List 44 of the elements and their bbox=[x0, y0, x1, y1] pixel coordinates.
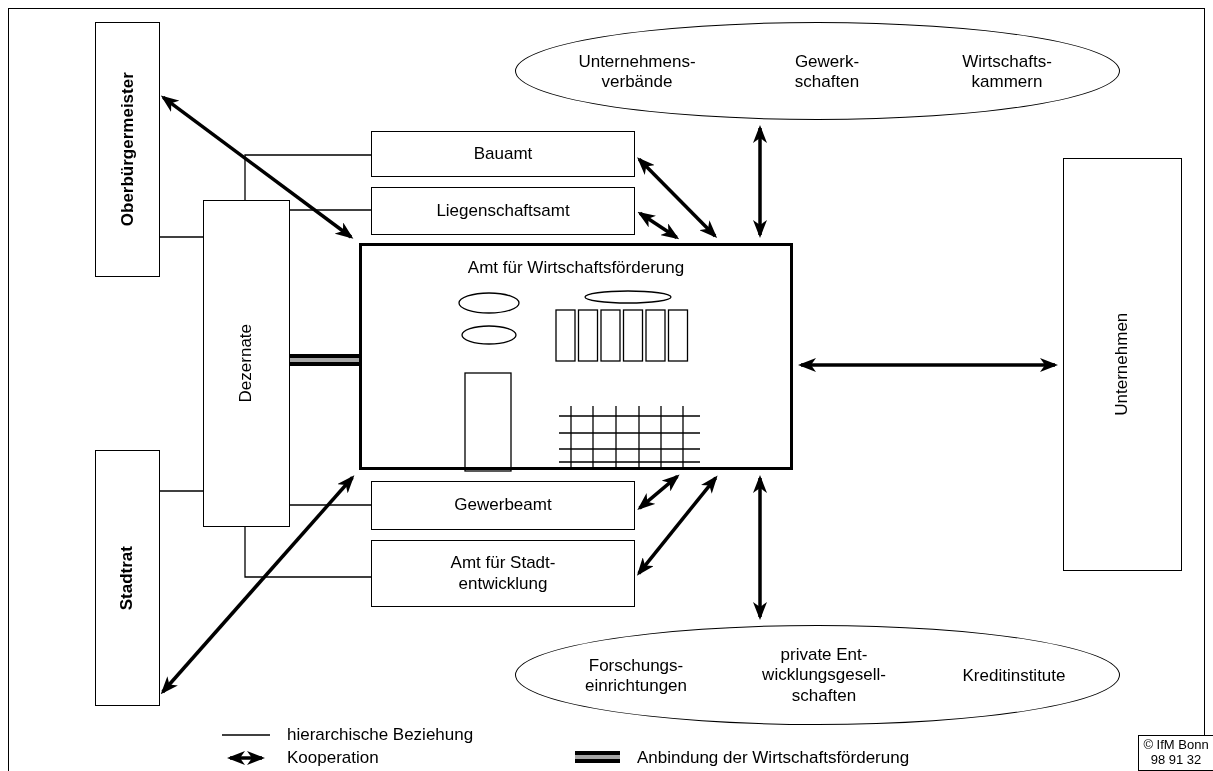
double-arrow bbox=[753, 475, 767, 620]
box-label: Forschungs- einrichtungen bbox=[583, 655, 689, 697]
double-arrow bbox=[798, 358, 1058, 372]
box-label: Stadtrat bbox=[117, 545, 138, 611]
box-label: Gewerk- schaften bbox=[793, 51, 861, 93]
double-arrow bbox=[753, 125, 767, 238]
connection-band bbox=[290, 354, 359, 366]
box-label: Kreditinstitute bbox=[961, 665, 1067, 687]
council-box bbox=[95, 450, 160, 706]
main-office-box bbox=[359, 243, 793, 470]
official-box bbox=[95, 22, 160, 277]
hierarchy-line bbox=[244, 526, 372, 578]
office-box bbox=[371, 131, 635, 177]
box-label: Amt für Wirtschaftsförderung bbox=[467, 258, 685, 279]
hierarchy-line bbox=[289, 504, 372, 506]
office-box bbox=[371, 481, 635, 530]
legend-label: Kooperation bbox=[287, 749, 379, 766]
double-arrow bbox=[160, 95, 354, 239]
hierarchy-line bbox=[159, 490, 204, 492]
double-arrow bbox=[160, 475, 355, 695]
box-label: Dezernate bbox=[236, 324, 257, 403]
hierarchy-line bbox=[244, 154, 372, 201]
box-label: Oberbürgermeister bbox=[117, 72, 138, 227]
box-label: Amt für Stadt- entwicklung bbox=[449, 553, 557, 594]
box-label: private Ent- wicklungsgesell- schaften bbox=[761, 645, 887, 707]
double-arrow bbox=[637, 157, 718, 239]
office-box bbox=[371, 540, 635, 607]
companies-box bbox=[1063, 158, 1182, 571]
double-arrow bbox=[637, 211, 680, 240]
double-arrow bbox=[637, 474, 680, 511]
box-label: Gewerbeamt bbox=[454, 495, 552, 516]
legend-label: hierarchische Beziehung bbox=[287, 726, 474, 743]
hierarchy-line bbox=[159, 236, 204, 238]
copyright-note: © IfM Bonn 98 91 32 bbox=[1138, 735, 1213, 771]
box-label: Unternehmens- verbände bbox=[577, 51, 697, 93]
box-label: Unternehmen bbox=[1112, 313, 1133, 416]
box-label: Bauamt bbox=[473, 143, 533, 165]
department-box bbox=[203, 200, 290, 527]
box-label: Wirtschafts- kammern bbox=[961, 51, 1053, 93]
legend-label: Anbindung der Wirtschaftsförderung bbox=[637, 749, 910, 766]
office-box bbox=[371, 187, 635, 235]
hierarchy-line bbox=[289, 209, 372, 211]
double-arrow bbox=[636, 475, 718, 576]
box-label: Liegenschaftsamt bbox=[436, 200, 570, 222]
